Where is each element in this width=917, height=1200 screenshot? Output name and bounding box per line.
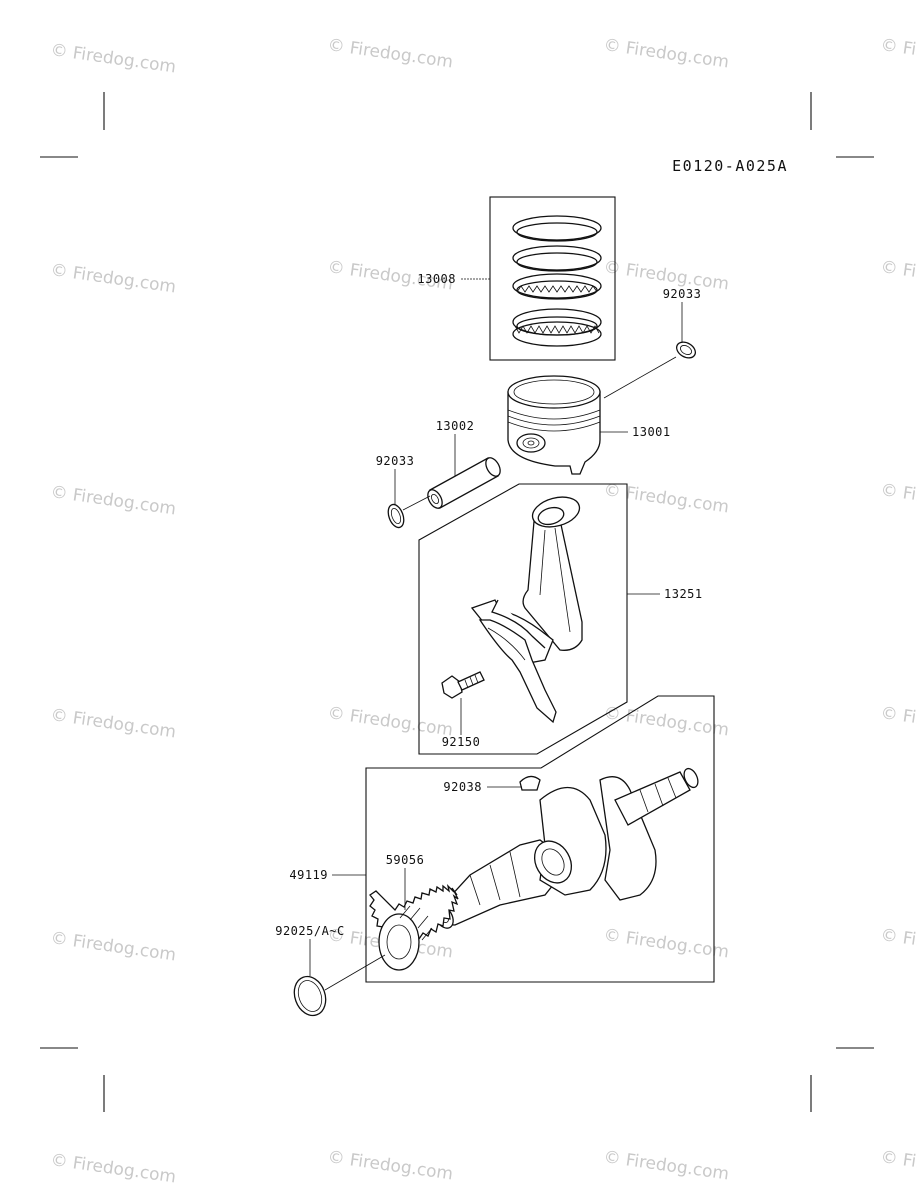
watermark: © Firedog.com bbox=[602, 703, 730, 740]
piston-pin-clip-left bbox=[387, 503, 405, 529]
connecting-rod-assembly bbox=[418, 483, 628, 755]
part-label-13008: 13008 bbox=[417, 272, 456, 286]
part-label-92033-right: 92033 bbox=[663, 287, 702, 301]
part-label-13001: 13001 bbox=[632, 425, 671, 439]
crankshaft-assembly bbox=[365, 695, 715, 983]
watermark: © Firedog.com bbox=[326, 35, 454, 72]
part-label-92033-left: 92033 bbox=[376, 454, 415, 468]
watermark: © Firedog.com bbox=[602, 480, 730, 517]
piston bbox=[507, 375, 601, 475]
part-label-49119: 49119 bbox=[289, 868, 328, 882]
crankshaft-shim bbox=[293, 975, 327, 1017]
watermark: © Firedog.com bbox=[879, 257, 917, 294]
watermark: © Firedog.com bbox=[49, 260, 177, 297]
part-label-92025: 92025/A~C bbox=[275, 924, 345, 938]
diagram-code: E0120-A025A bbox=[672, 157, 788, 175]
part-label-13251: 13251 bbox=[664, 587, 703, 601]
watermark: © Firedog.com bbox=[49, 482, 177, 519]
connecting-rod-bolt bbox=[441, 671, 485, 699]
watermark: © Firedog.com bbox=[879, 480, 917, 517]
watermark: © Firedog.com bbox=[602, 925, 730, 962]
part-label-59056: 59056 bbox=[386, 853, 425, 867]
part-label-92038: 92038 bbox=[443, 780, 482, 794]
watermark: © Firedog.com bbox=[602, 1147, 730, 1184]
watermark: © Firedog.com bbox=[879, 925, 917, 962]
watermark: © Firedog.com bbox=[879, 703, 917, 740]
watermark: © Firedog.com bbox=[879, 1147, 917, 1184]
crankshaft-gear bbox=[369, 884, 459, 971]
watermark: © Firedog.com bbox=[49, 705, 177, 742]
watermark: © Firedog.com bbox=[602, 35, 730, 72]
watermark: © Firedog.com bbox=[326, 703, 454, 740]
watermark: © Firedog.com bbox=[49, 40, 177, 77]
watermark: © Firedog.com bbox=[879, 35, 917, 72]
piston-ring-set bbox=[489, 196, 616, 361]
part-label-92150: 92150 bbox=[442, 735, 481, 749]
piston-pin-clip-right bbox=[676, 341, 696, 359]
watermark: © Firedog.com bbox=[326, 1147, 454, 1184]
piston-pin bbox=[427, 457, 501, 509]
crop-marks bbox=[40, 92, 874, 1112]
watermark: © Firedog.com bbox=[49, 1150, 177, 1187]
part-label-13002: 13002 bbox=[436, 419, 475, 433]
watermark: © Firedog.com bbox=[49, 928, 177, 965]
